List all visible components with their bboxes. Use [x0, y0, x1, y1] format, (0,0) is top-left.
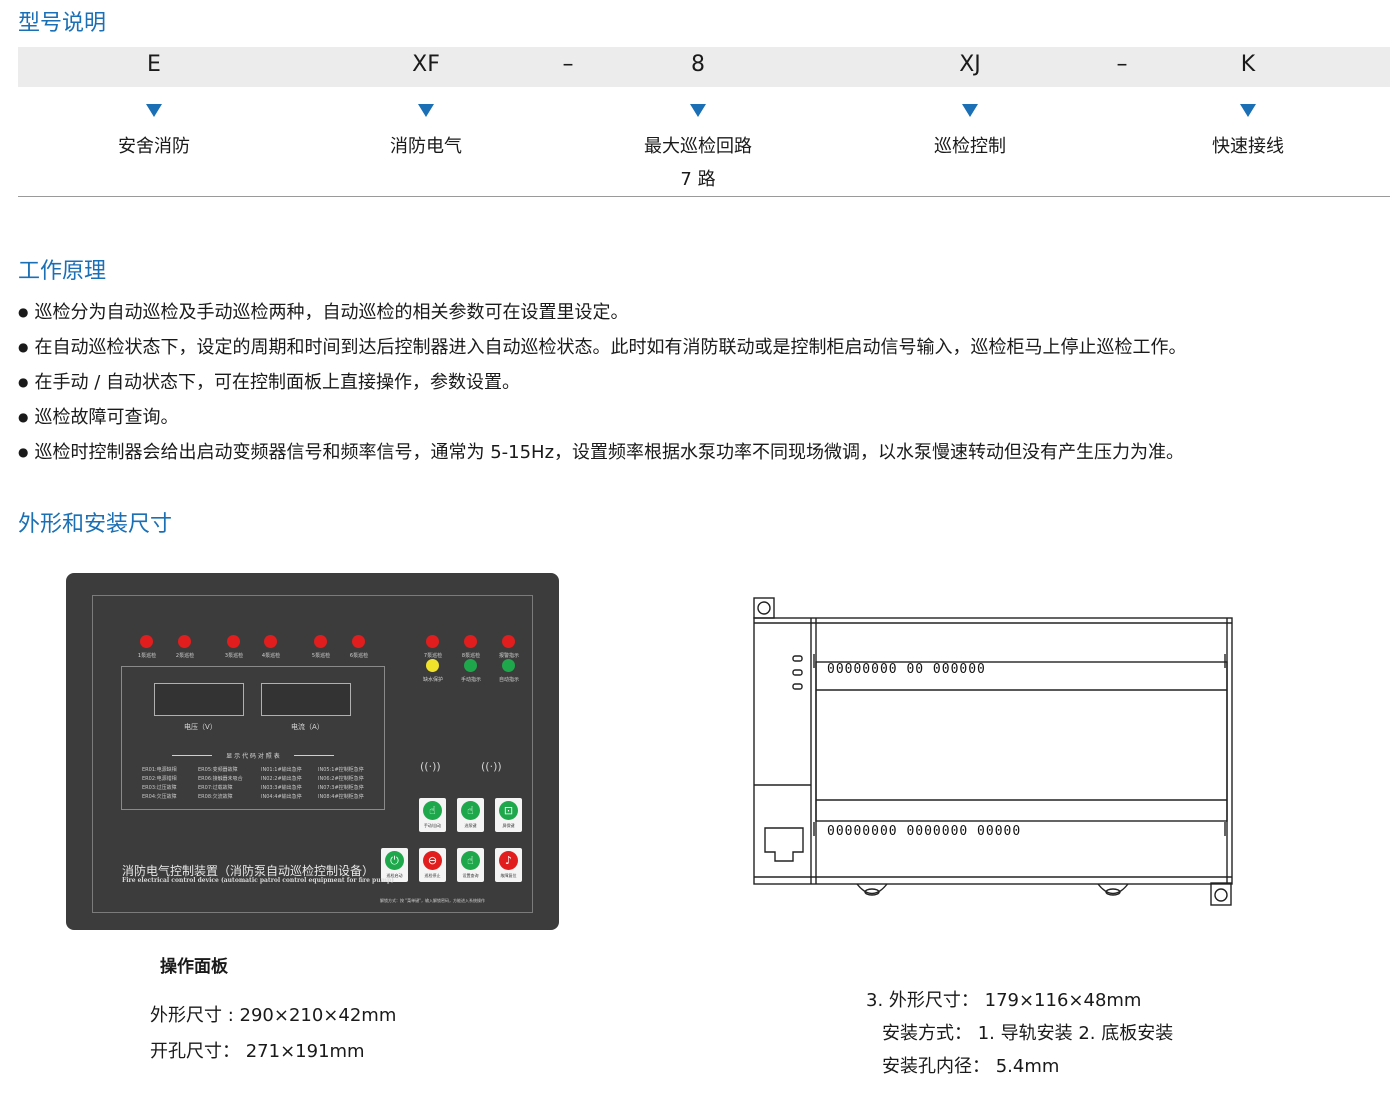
- mute-icon: ♪: [504, 854, 513, 867]
- arrow-down-icon: [690, 104, 706, 117]
- wireless-icon: ((·)): [420, 760, 441, 773]
- power-icon: ⏻: [390, 854, 399, 867]
- wireless-icon: ((·)): [481, 760, 502, 773]
- device-hole-diameter: 安装孔内径： 5.4mm: [882, 1056, 1060, 1077]
- section-title-model: 型号说明: [18, 11, 107, 36]
- terminal-row-bottom: 00000000 0000000 00000: [827, 824, 1022, 839]
- model-meaning-control: 巡检控制: [934, 136, 1006, 157]
- patrol-stop-button: ⊖ 巡检停止: [419, 848, 446, 882]
- led-label: 报警指示: [498, 653, 520, 659]
- model-meaning-loops-count: 7 路: [680, 169, 716, 190]
- list-item: 巡检分为自动巡检及手动巡检两种，自动巡检的相关参数可在设置里设定。: [18, 296, 1186, 331]
- patrol-start-button: ⏻ 巡检启动: [381, 848, 408, 882]
- hand-icon: ☝: [467, 854, 474, 867]
- section-title-principle: 工作原理: [18, 259, 107, 284]
- device-mounting-method: 安装方式： 1. 导轨安装 2. 底板安装: [882, 1023, 1174, 1044]
- led-label: 6泵巡检: [349, 653, 369, 659]
- fault-reset-button: ♪ 故障复位: [495, 848, 522, 882]
- list-item: 在自动巡检状态下，设定的周期和时间到达后控制器进入自动巡检状态。此时如有消防联动…: [18, 331, 1186, 366]
- panel-outer-size: 外形尺寸 : 290×210×42mm: [150, 1005, 397, 1026]
- model-code-8: 8: [691, 52, 705, 77]
- display-area: [121, 666, 385, 810]
- arrow-down-icon: [146, 104, 162, 117]
- device-outer-size: 3. 外形尺寸： 179×116×48mm: [866, 990, 1142, 1011]
- led-label: 缺水保护: [422, 677, 444, 683]
- model-code-bar: [18, 47, 1390, 87]
- device-drawing: [753, 597, 1233, 906]
- divider: [18, 196, 1390, 197]
- model-dash: –: [562, 52, 574, 77]
- led-label: 自动指示: [498, 677, 520, 683]
- led-label: 1泵巡检: [137, 653, 157, 659]
- model-code-k: K: [1240, 52, 1256, 77]
- led-red-icon: [140, 635, 153, 648]
- led-green-icon: [464, 659, 477, 672]
- panel-frame: [92, 595, 533, 913]
- code-table-title: 显 示 代 码 对 照 表: [172, 751, 334, 760]
- lock-icon: ⊡: [503, 804, 514, 817]
- current-label: 电流（A）: [291, 723, 324, 731]
- led-red-icon: [502, 635, 515, 648]
- stop-icon: ⊖: [427, 854, 438, 867]
- panel-title-en: Fire electrical control device (automati…: [122, 877, 394, 884]
- led-red-icon: [426, 635, 439, 648]
- manual-auto-button: ☝ 手动/自动: [419, 798, 446, 832]
- panel-cutout-size: 开孔尺寸： 271×191mm: [150, 1041, 365, 1062]
- led-red-icon: [178, 635, 191, 648]
- principle-list: 巡检分为自动巡检及手动巡检两种，自动巡检的相关参数可在设置里设定。 在自动巡检状…: [18, 296, 1186, 471]
- model-code-xj: XJ: [959, 52, 981, 77]
- led-red-icon: [264, 635, 277, 648]
- led-red-icon: [352, 635, 365, 648]
- voltage-label: 电压（V）: [184, 723, 217, 731]
- model-dash: –: [1116, 52, 1128, 77]
- list-item: 巡检故障可查询。: [18, 401, 1186, 436]
- led-label: 手动指示: [460, 677, 482, 683]
- led-label: 7泵巡检: [423, 653, 443, 659]
- current-display: [261, 683, 351, 716]
- voltage-display: [154, 683, 244, 716]
- model-meaning-brand: 安舍消防: [118, 136, 190, 157]
- list-item: 在手动 / 自动状态下，可在控制面板上直接操作，参数设置。: [18, 366, 1186, 401]
- led-red-icon: [464, 635, 477, 648]
- led-label: 8泵巡检: [461, 653, 481, 659]
- select-pump-button: ☝ 选泵键: [457, 798, 484, 832]
- led-red-icon: [227, 635, 240, 648]
- model-meaning-category: 消防电气: [390, 136, 462, 157]
- panel-note: 解锁方式：按 "菜单键"，输入解锁密码，方能进入系统操作: [380, 898, 485, 903]
- led-label: 4泵巡检: [261, 653, 281, 659]
- led-yellow-icon: [426, 659, 439, 672]
- led-red-icon: [314, 635, 327, 648]
- hand-icon: ☝: [429, 804, 436, 817]
- panel-title: 消防电气控制装置（消防泵自动巡检控制设备）: [122, 864, 375, 878]
- arrow-down-icon: [418, 104, 434, 117]
- arrow-down-icon: [962, 104, 978, 117]
- led-label: 2泵巡检: [175, 653, 195, 659]
- panel-caption: 操作面板: [160, 957, 228, 977]
- led-label: 3泵巡检: [224, 653, 244, 659]
- settings-query-button: ☝ 设置查询: [457, 848, 484, 882]
- model-code-e: E: [147, 52, 161, 77]
- terminal-row-top: 00000000 00 000000: [827, 662, 986, 677]
- model-meaning-wiring: 快速接线: [1212, 136, 1284, 157]
- model-code-xf: XF: [412, 52, 440, 77]
- led-green-icon: [502, 659, 515, 672]
- led-label: 5泵巡检: [311, 653, 331, 659]
- hand-icon: ☝: [467, 804, 474, 817]
- arrow-down-icon: [1240, 104, 1256, 117]
- model-meaning-loops: 最大巡检回路: [644, 136, 752, 157]
- screensaver-button: ⊡ 屏保键: [495, 798, 522, 832]
- list-item: 巡检时控制器会给出启动变频器信号和频率信号，通常为 5-15Hz，设置频率根据水…: [18, 436, 1186, 471]
- section-title-dimensions: 外形和安装尺寸: [18, 512, 173, 537]
